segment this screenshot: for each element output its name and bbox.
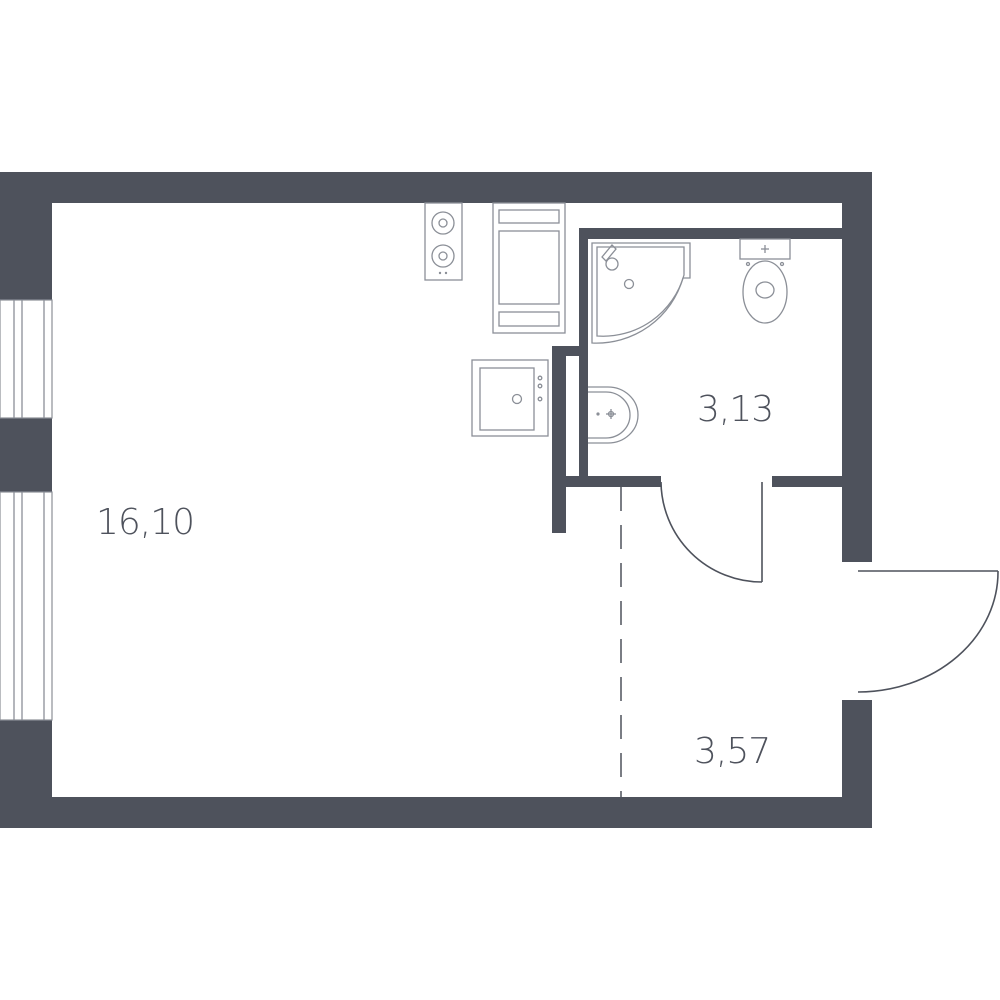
washbasin-icon — [588, 386, 639, 444]
wall-left-lower — [0, 720, 52, 828]
wall-right-upper — [842, 172, 872, 562]
bathroom-walls — [552, 228, 842, 533]
wall-left-upper — [0, 172, 52, 300]
bathroom-wall-left-lower — [579, 346, 588, 476]
shower-icon — [591, 242, 691, 344]
wall-bottom — [0, 797, 872, 828]
hallway-area: 3,57 — [694, 731, 770, 772]
bathroom-wall-left-upper — [579, 228, 588, 356]
exterior-walls — [0, 172, 872, 828]
bathroom-door-icon — [660, 481, 763, 583]
stove-icon — [424, 202, 463, 281]
bathroom-wall-bottom-right — [772, 476, 842, 487]
window-lower — [0, 491, 53, 721]
toilet-icon — [739, 238, 791, 324]
bathroom-wall-bottom-left — [552, 476, 661, 487]
wall-right-lower — [842, 700, 872, 828]
bathroom-area: 3,13 — [697, 389, 773, 430]
partition-vertical — [552, 346, 566, 533]
wall-top — [0, 172, 872, 203]
sink-icon — [471, 359, 549, 437]
entrance-door-icon — [857, 570, 999, 693]
partition-thin — [552, 346, 588, 356]
window-upper — [0, 299, 53, 419]
wall-left-middle — [0, 418, 52, 492]
living-room-area: 16,10 — [96, 502, 194, 543]
bathroom-wall-top — [579, 228, 842, 239]
refrigerator-icon — [492, 202, 566, 334]
